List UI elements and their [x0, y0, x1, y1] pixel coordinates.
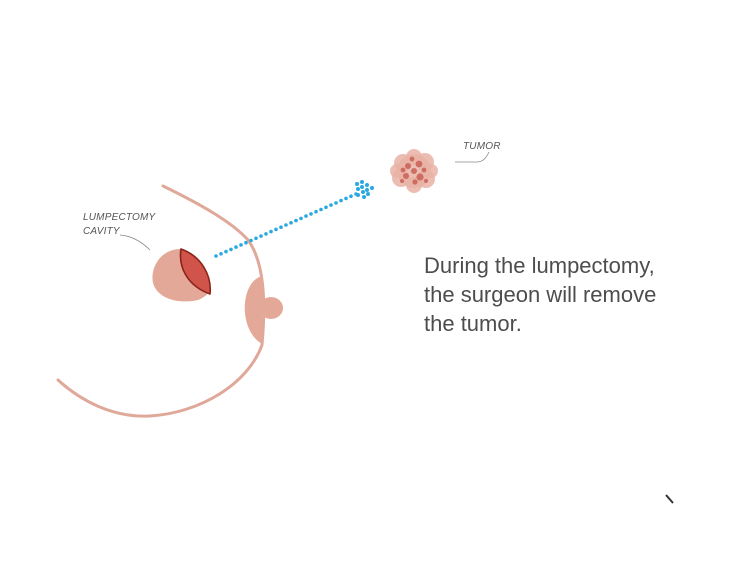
tumor-spot: [409, 156, 415, 162]
arrow-dot: [254, 236, 258, 241]
arrow-head-dot: [365, 183, 369, 187]
arrow-head-dot: [361, 190, 365, 194]
dotted-arrow-icon: [214, 180, 374, 258]
caption-line2: the surgeon will remove: [424, 282, 657, 307]
arrow-dot: [234, 245, 238, 249]
arrow-head-dot: [365, 188, 369, 192]
arrow-dot: [219, 252, 223, 256]
tumor-spot: [421, 167, 427, 173]
arrow-dot: [269, 229, 273, 234]
tumor-spot: [415, 160, 423, 168]
arrow-head-dot: [366, 192, 370, 196]
tumor-lobe: [424, 164, 438, 178]
tumor-spot: [412, 179, 418, 185]
arrow-dot: [214, 254, 218, 258]
cavity-leader-line: [119, 234, 151, 251]
arrow-dot: [249, 238, 253, 243]
arrow-dot: [299, 216, 303, 221]
tumor-spot: [405, 163, 411, 169]
arrow-dot: [279, 225, 283, 229]
tumor-icon: [390, 149, 438, 193]
cavity-label: LUMPECTOMY CAVITY: [83, 211, 155, 239]
arrow-dot: [349, 194, 353, 198]
arrow-dot: [259, 234, 263, 238]
arrow-dot: [334, 201, 338, 205]
caption-line1: During the lumpectomy,: [424, 253, 655, 278]
tumor-spot: [424, 179, 428, 183]
caption-line3: the tumor.: [424, 311, 522, 336]
areola: [244, 276, 262, 344]
arrow-head-dot: [360, 180, 364, 184]
arrow-dot: [314, 209, 318, 214]
arrow-head-dot: [362, 195, 366, 199]
arrow-dot: [274, 227, 278, 232]
tumor-lobe: [390, 164, 404, 178]
arrow-head-dot: [356, 187, 360, 191]
arrow-dot: [244, 240, 248, 245]
arrow-dot: [344, 196, 348, 201]
arrow-dot: [329, 203, 333, 207]
tumor-lobe: [406, 177, 422, 193]
tumor-spot: [400, 179, 404, 183]
tumor-label: TUMOR: [463, 141, 501, 152]
arrow-dot: [309, 212, 313, 216]
nipple: [259, 297, 283, 319]
arrow-dot: [284, 223, 288, 227]
arrow-dot: [304, 214, 308, 218]
arrow-head-dot: [360, 185, 364, 189]
arrow-dot: [239, 243, 243, 247]
arrow-dot: [264, 232, 268, 236]
cavity-opening: [179, 248, 211, 295]
arrow-dot: [294, 218, 298, 223]
cavity-label-line2: CAVITY: [83, 226, 120, 237]
arrow-dot: [319, 207, 323, 212]
tumor-leader-line: [455, 151, 490, 163]
caption: During the lumpectomy, the surgeon will …: [424, 251, 656, 338]
tumor-spot: [400, 167, 406, 173]
cavity-label-line1: LUMPECTOMY: [83, 212, 156, 223]
arrow-head-dot: [370, 186, 374, 190]
arrow-dot: [339, 198, 343, 203]
corner-mark: [665, 494, 674, 504]
arrow-head-dot: [356, 193, 360, 197]
tumor-spot: [411, 168, 417, 174]
tumor-spot: [403, 173, 409, 179]
tumor-spot: [416, 173, 424, 181]
arrow-dot: [224, 249, 228, 254]
cavity-tissue: [152, 249, 211, 302]
arrow-dot: [324, 205, 328, 210]
arrow-dot: [289, 221, 293, 225]
arrow-head-dot: [355, 182, 359, 186]
arrow-dot: [229, 247, 233, 252]
breast-outline: [56, 184, 266, 418]
